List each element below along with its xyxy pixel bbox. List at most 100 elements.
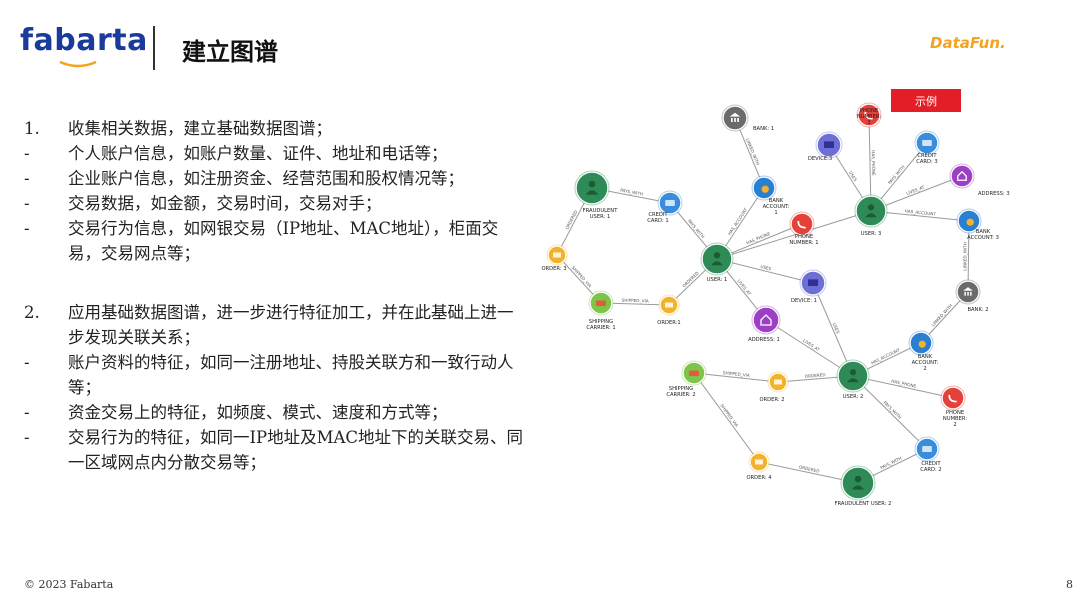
graph-edges: PAYS_WITHORDEREDSHIPPED_VIASHIPPED_VIAPA… — [556, 114, 970, 484]
node-ring — [574, 170, 610, 206]
credit-card-icon — [922, 445, 932, 453]
node-label: USER: 1 — [707, 277, 728, 283]
dash-bullet: - — [24, 219, 30, 238]
node-ring — [751, 175, 777, 201]
section-number: 2. — [24, 303, 40, 322]
node-circle — [701, 243, 733, 275]
node-circle — [837, 360, 869, 392]
user-icon — [867, 204, 875, 211]
node-label: DEVICE: 1 — [791, 298, 817, 304]
envelope-icon — [774, 379, 782, 385]
user-body — [847, 378, 859, 383]
list-item-text: 交易行为的特征，如同一IP地址及MAC地址下的关联交易、同一区域网点内分散交易等… — [68, 428, 524, 472]
user-body — [585, 190, 599, 195]
node-label: ORDER: 3 — [541, 266, 566, 272]
graph-node-device1: DEVICE: 1 — [791, 269, 827, 304]
node-ring — [908, 330, 934, 356]
edge-label: HAS_ACCOUNT — [727, 207, 749, 236]
device-icon — [808, 279, 818, 286]
list-item-text: 资金交易上的特征，如频度、模式、速度和方式等； — [68, 403, 448, 422]
coin-icon — [966, 218, 974, 226]
edge-label: LINKED_WITH — [962, 242, 967, 271]
truck-icon — [689, 370, 699, 377]
node-label: FRAUDULENT USER: 2 — [835, 501, 892, 507]
edge-label: SHIPPED_VIA — [719, 403, 739, 428]
graph-node-device3: DEVICE:3 — [808, 131, 843, 162]
graph-node-order3: ORDER: 3 — [541, 244, 568, 272]
node-ring — [657, 190, 683, 216]
node-label: ORDER:1 — [657, 320, 680, 326]
node-ring — [546, 244, 568, 266]
edge-label: USES — [760, 264, 772, 272]
node-label: USER: 3 — [861, 231, 882, 237]
edge-label: PAYS_WITH — [887, 164, 906, 185]
graph-edge — [852, 375, 954, 399]
graph-edge — [765, 319, 854, 377]
content-list: 1. 收集相关数据，建立基础数据图谱； -个人账户信息，如账户数量、证件、地址和… — [24, 116, 524, 475]
phone-icon — [948, 394, 957, 403]
list-item: -个人账户信息，如账户数量、证件、地址和电话等； — [24, 141, 524, 166]
node-ring — [836, 359, 870, 393]
edge-label: USES — [848, 170, 858, 182]
list-item-text: 账户资料的特征，如同一注册地址、持股关联方和一致行动人等； — [68, 353, 514, 397]
node-label: ORDER: 4 — [746, 475, 772, 481]
dash-bullet: - — [24, 169, 30, 188]
node-label: BANK: 1 — [753, 126, 774, 132]
edge-label: HAS_ACCOUNT — [904, 208, 936, 216]
list-item: -账户资料的特征，如同一注册地址、持股关联方和一致行动人等； — [24, 350, 524, 400]
graph-node-order4: ORDER: 4 — [746, 451, 772, 481]
fabarta-logo: fabarta — [20, 23, 148, 58]
list-item-text: 交易数据，如金额，交易时间，交易对手； — [68, 194, 382, 213]
list-item: - 交易行为的特征，如同一IP地址及MAC地址下的关联交易、同一区域网点内分散交易… — [24, 425, 524, 475]
node-ring — [658, 294, 680, 316]
node-ring — [856, 102, 882, 128]
dash-bullet: - — [24, 428, 30, 447]
node-ring — [799, 269, 827, 297]
example-tag: 示例 — [891, 89, 961, 112]
graph-edge — [693, 372, 760, 463]
graph-edge — [758, 461, 859, 484]
graph-edge — [693, 372, 779, 383]
edge-label: ORDERED — [799, 464, 820, 473]
node-ring — [789, 211, 815, 237]
user-icon — [588, 180, 596, 188]
graph-node-user1: USER: 1 — [700, 242, 734, 283]
graph-node-user3: USER: 3 — [854, 194, 888, 237]
credit-card-icon — [922, 139, 932, 147]
phone-icon — [864, 111, 873, 120]
graph-edge — [967, 220, 970, 293]
graph-edge — [716, 210, 872, 260]
node-ring — [681, 360, 707, 386]
edge-label: HAS_PHONE — [871, 150, 877, 176]
credit-card-icon — [665, 199, 675, 207]
dash-bullet: - — [24, 144, 30, 163]
node-label: USER: 2 — [843, 394, 864, 400]
edge-label: LINKED_WITH — [930, 303, 953, 327]
bank-icon — [729, 112, 741, 122]
edge-label: SHIPPED_VIA — [723, 370, 751, 378]
node-circle — [857, 103, 881, 127]
node-ring — [956, 208, 982, 234]
node-ring — [940, 385, 966, 411]
edge-label: LIVES_AT — [906, 184, 926, 196]
bank-icon — [963, 287, 973, 296]
list-item: - 交易数据，如金额，交易时间，交易对手； — [24, 191, 524, 216]
dash-bullet: - — [24, 194, 30, 213]
